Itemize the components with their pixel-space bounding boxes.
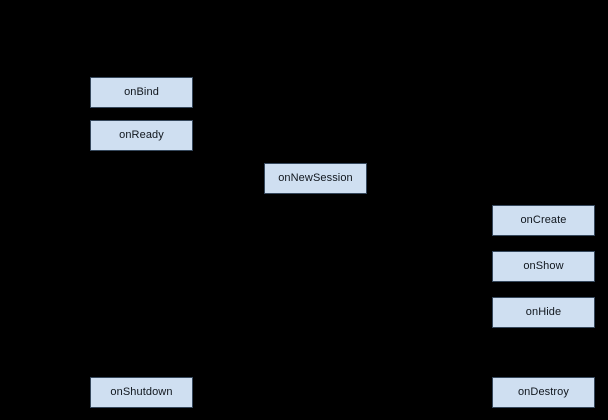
- node-label-on-hide: onHide: [525, 306, 562, 318]
- node-on-ready[interactable]: onReady: [90, 120, 193, 151]
- node-on-shutdown[interactable]: onShutdown: [90, 377, 193, 408]
- node-on-create[interactable]: onCreate: [492, 205, 595, 236]
- node-label-on-ready: onReady: [119, 129, 164, 141]
- node-on-bind[interactable]: onBind: [90, 77, 193, 108]
- node-on-destroy[interactable]: onDestroy: [492, 377, 595, 408]
- node-label-on-new-session: onNewSession: [278, 172, 353, 184]
- node-label-on-create: onCreate: [520, 214, 567, 226]
- node-label-on-destroy: onDestroy: [517, 386, 570, 398]
- node-on-hide[interactable]: onHide: [492, 297, 595, 328]
- node-on-show[interactable]: onShow: [492, 251, 595, 282]
- node-label-on-show: onShow: [523, 260, 564, 272]
- node-label-on-shutdown: onShutdown: [110, 386, 173, 398]
- node-label-on-bind: onBind: [124, 86, 159, 98]
- node-on-new-session[interactable]: onNewSession: [264, 163, 367, 194]
